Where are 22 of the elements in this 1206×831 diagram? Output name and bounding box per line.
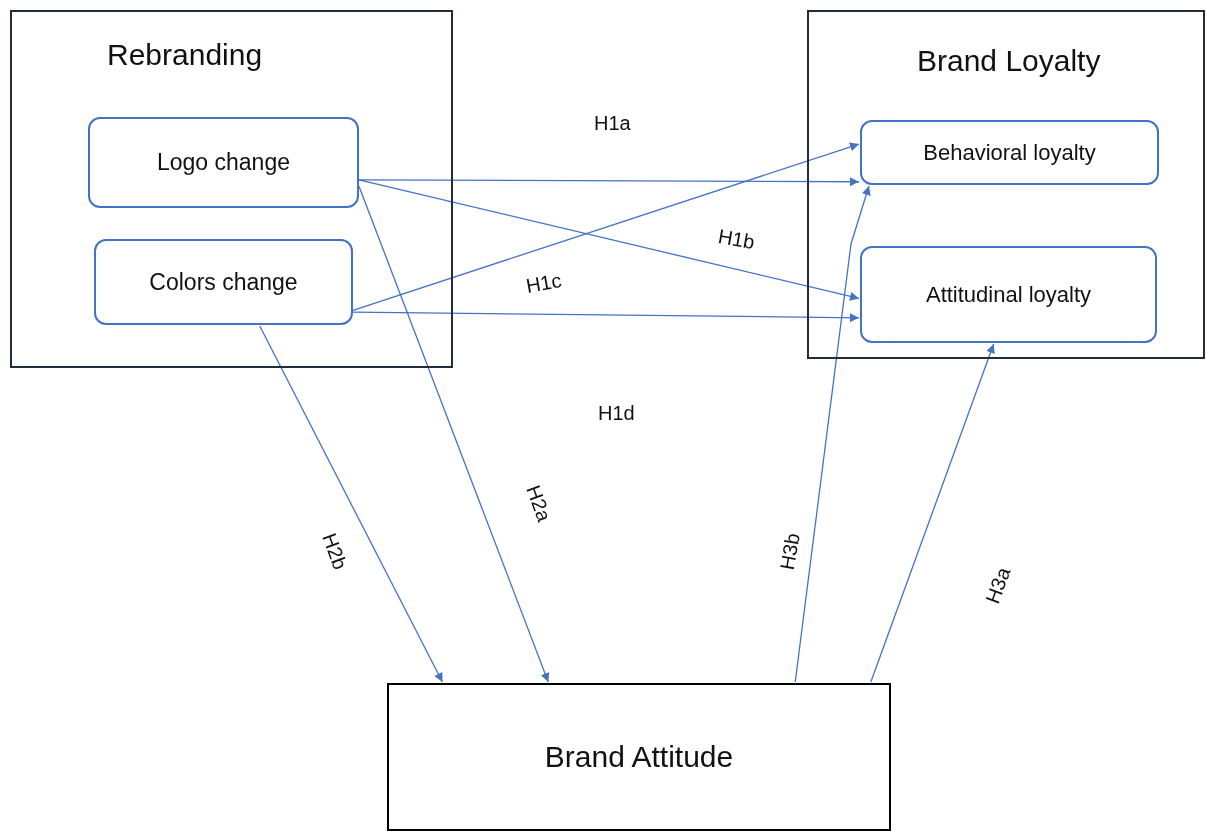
arrow (794, 185, 871, 683)
process-box (860, 246, 1157, 343)
node-label: Behavioral loyalty (923, 139, 1096, 166)
arrow (358, 179, 860, 301)
arrow (352, 142, 860, 312)
node-label: Logo change (157, 149, 290, 176)
group-heading: Brand Loyalty (917, 44, 1101, 78)
process-box (860, 120, 1159, 185)
node-label: Attitudinal loyalty (925, 281, 1092, 308)
process-box (387, 683, 891, 831)
group-box (10, 10, 453, 368)
arrow (358, 177, 860, 187)
process-box (94, 239, 353, 325)
arrow (259, 325, 444, 683)
arrow (358, 185, 550, 683)
node-label: Brand Attitude (544, 740, 734, 774)
group-heading: Rebranding (107, 38, 263, 72)
arrow (870, 343, 995, 683)
arrow (352, 311, 860, 323)
node-label: Colors change (149, 268, 298, 296)
group-box (807, 10, 1205, 359)
process-box (88, 117, 359, 208)
